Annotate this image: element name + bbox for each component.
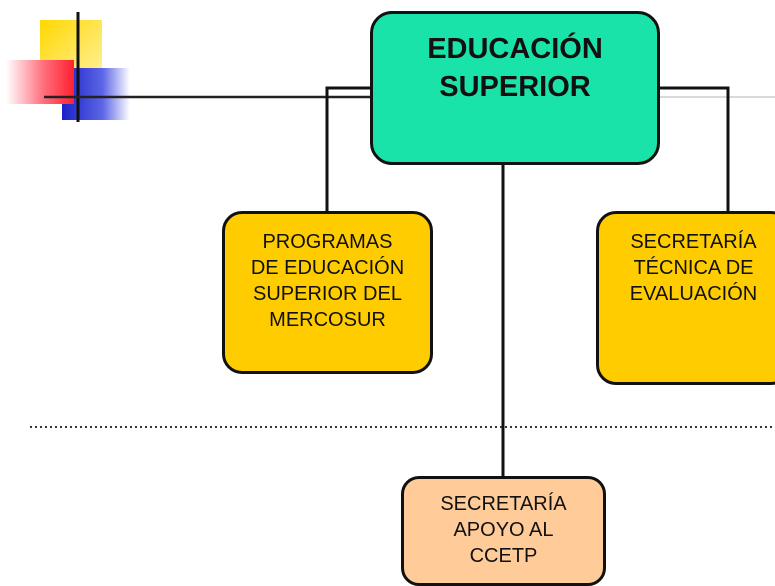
node-secretaria-tecnica: SECRETARÍA TÉCNICA DE EVALUACIÓN	[596, 211, 775, 385]
node-programas-label: PROGRAMAS DE EDUCACIÓN SUPERIOR DEL MERC…	[250, 231, 405, 331]
node-secretaria-tecnica-label: SECRETARÍA TÉCNICA DE EVALUACIÓN	[629, 231, 758, 305]
logo-icon	[6, 12, 130, 122]
node-secretaria-apoyo-label: SECRETARÍA APOYO AL CCETP	[440, 493, 567, 567]
diagram-canvas	[6, 12, 775, 478]
node-educacion-superior-label: EDUCACIÓN SUPERIOR	[427, 33, 603, 103]
node-secretaria-apoyo: SECRETARÍA APOYO AL CCETP	[401, 476, 606, 586]
node-programas: PROGRAMAS DE EDUCACIÓN SUPERIOR DEL MERC…	[222, 211, 433, 374]
org-chart: EDUCACIÓN SUPERIOR PROGRAMAS DE EDUCACIÓ…	[6, 11, 775, 586]
node-educacion-superior: EDUCACIÓN SUPERIOR	[370, 11, 660, 165]
connector-left	[325, 86, 372, 213]
connector-right	[658, 86, 730, 213]
